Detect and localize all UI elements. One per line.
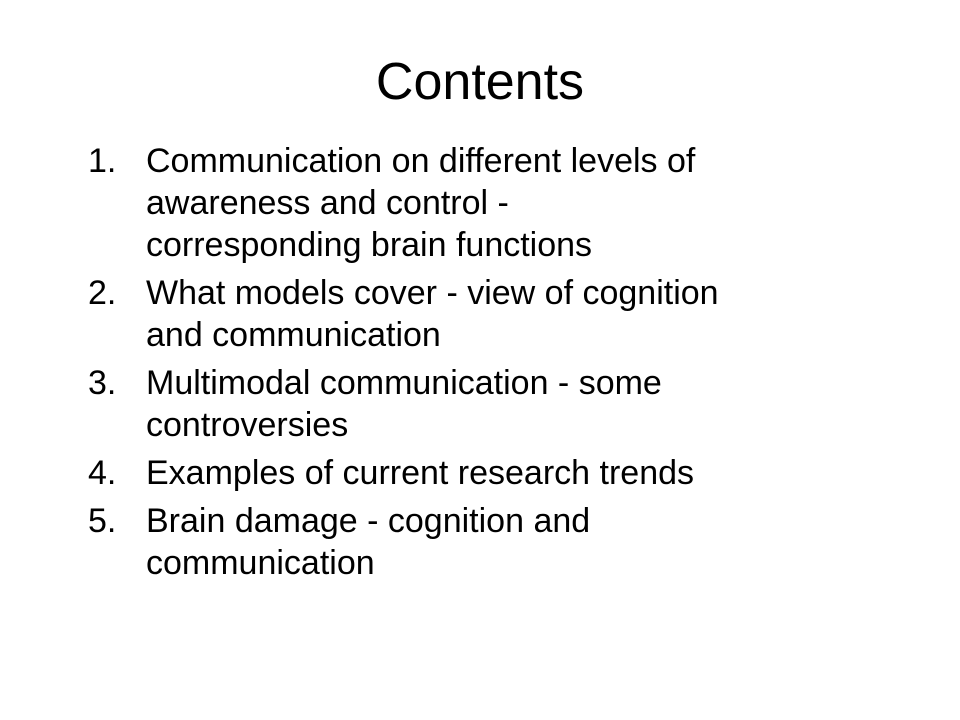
contents-item: 5. Brain damage - cognition and communic…	[88, 500, 888, 584]
item-text: Multimodal communication - some controve…	[146, 364, 662, 444]
item-number: 3.	[88, 364, 117, 402]
contents-item: 2. What models cover - view of cognition…	[88, 272, 888, 356]
contents-item: 3. Multimodal communication - some contr…	[88, 362, 888, 446]
item-text: Communication on different levels of awa…	[146, 142, 696, 264]
item-number: 4.	[88, 454, 117, 492]
item-number: 5.	[88, 502, 117, 540]
item-text: Examples of current research trends	[146, 454, 695, 492]
item-number: 1.	[88, 142, 117, 180]
item-text: What models cover - view of cognition an…	[146, 274, 719, 354]
contents-list: 1. Communication on different levels of …	[88, 140, 888, 590]
item-text: Brain damage - cognition and communicati…	[146, 502, 591, 582]
contents-item: 1. Communication on different levels of …	[88, 140, 888, 266]
slide-title: Contents	[375, 53, 585, 111]
contents-item: 4. Examples of current research trends	[88, 452, 888, 494]
item-number: 2.	[88, 274, 117, 312]
